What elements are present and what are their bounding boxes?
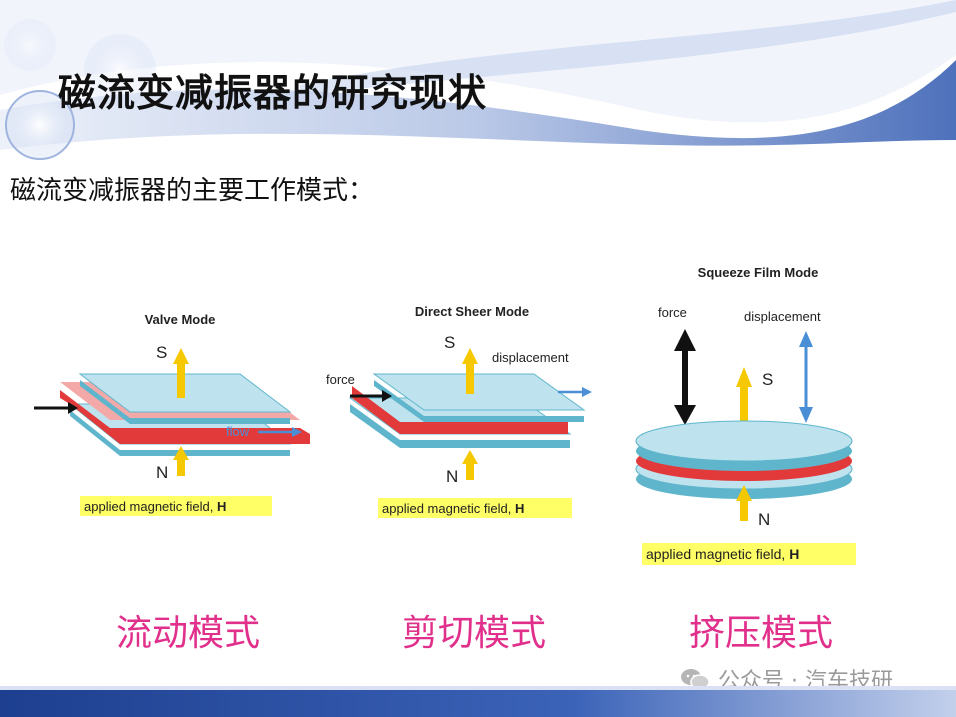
squeeze-film-heading: Squeeze Film Mode — [698, 265, 819, 280]
field-label: applied magnetic field, H — [646, 546, 799, 562]
top-plate — [80, 380, 290, 424]
slide-title: 磁流变减振器的研究现状 — [58, 71, 488, 115]
direct-shear-heading: Direct Sheer Mode — [415, 304, 529, 319]
caption-flow-mode: 流动模式 — [115, 613, 260, 654]
header-banner — [0, 0, 956, 170]
direct-shear-mode-diagram: Direct Sheer Mode force displacement S N… — [326, 304, 592, 518]
field-arrow-top — [177, 362, 185, 398]
force-arrow — [682, 347, 688, 409]
bottom-plate — [70, 410, 290, 456]
pole-n: N — [156, 463, 168, 482]
field-arrow-bottom — [466, 458, 474, 480]
pole-n: N — [446, 467, 458, 486]
bottom-plate — [350, 404, 570, 448]
squeeze-film-mode-diagram: Squeeze Film Mode force displacement S N… — [635, 265, 856, 565]
footer-band — [0, 686, 956, 717]
force-label: force — [658, 305, 687, 320]
pole-s: S — [762, 370, 773, 389]
slide-subtitle: 磁流变减振器的主要工作模式： — [10, 176, 375, 206]
caption-squeeze-mode: 挤压模式 — [688, 613, 833, 654]
field-arrow-top — [740, 385, 748, 433]
flow-label: flow — [226, 424, 250, 439]
pole-n: N — [758, 510, 770, 529]
field-arrow-bottom — [177, 454, 185, 476]
fluid-layer — [60, 390, 310, 444]
pole-s: S — [444, 333, 455, 352]
top-plate — [635, 420, 853, 462]
pole-s: S — [156, 343, 167, 362]
caption-shear-mode: 剪切模式 — [401, 613, 546, 654]
field-label: applied magnetic field, H — [84, 499, 226, 514]
force-label: force — [326, 372, 355, 387]
field-arrow-bottom — [740, 495, 748, 521]
field-label: applied magnetic field, H — [382, 501, 524, 516]
displacement-label: displacement — [744, 309, 821, 324]
field-arrow-top — [466, 362, 474, 394]
valve-mode-diagram: Valve Mode flow S N applied magnetic fie… — [34, 312, 310, 516]
displacement-label: displacement — [492, 350, 569, 365]
top-plate — [374, 380, 584, 422]
valve-mode-heading: Valve Mode — [145, 312, 216, 327]
